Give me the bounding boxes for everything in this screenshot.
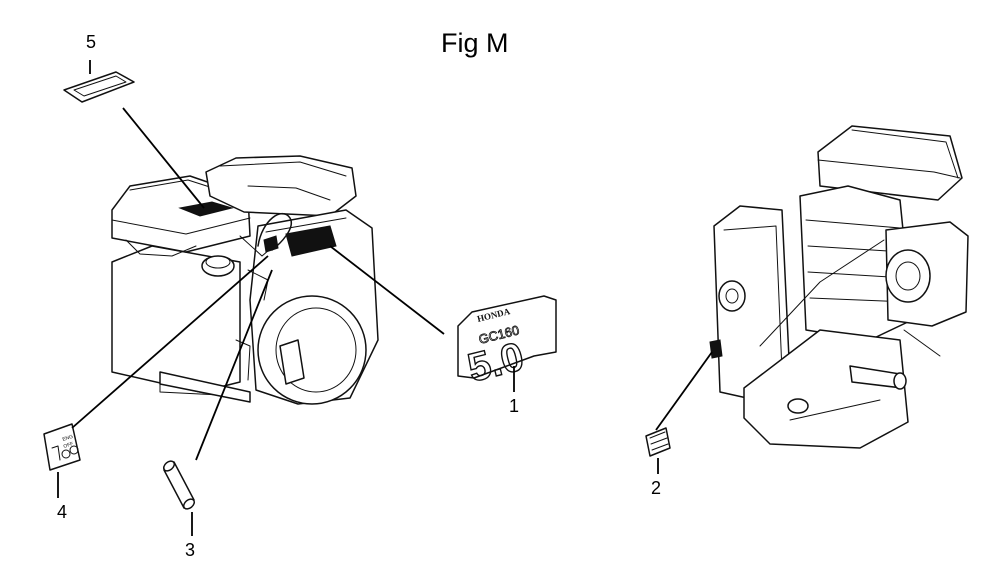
part-3-label-roll — [162, 460, 196, 510]
part-2-small-label — [645, 427, 671, 457]
figure-title: Fig M — [441, 28, 509, 58]
leader-lines — [57, 60, 713, 536]
callout-5: 5 — [86, 32, 96, 52]
callout-2: 2 — [651, 478, 661, 498]
callout-3: 3 — [185, 540, 195, 560]
callout-4: 4 — [57, 502, 67, 522]
part-4-choke-label: ENG OFF — [43, 423, 81, 471]
callout-1: 1 — [509, 396, 519, 416]
choke-label-top: ENG — [62, 434, 74, 443]
part-5-air-cleaner-label — [63, 71, 135, 103]
right-engine-illustration — [709, 125, 969, 449]
part-1-model-decal: HONDA GC160 5.0 — [457, 295, 557, 391]
choke-label-bottom: OFF — [63, 441, 74, 450]
left-engine-illustration — [111, 155, 379, 405]
